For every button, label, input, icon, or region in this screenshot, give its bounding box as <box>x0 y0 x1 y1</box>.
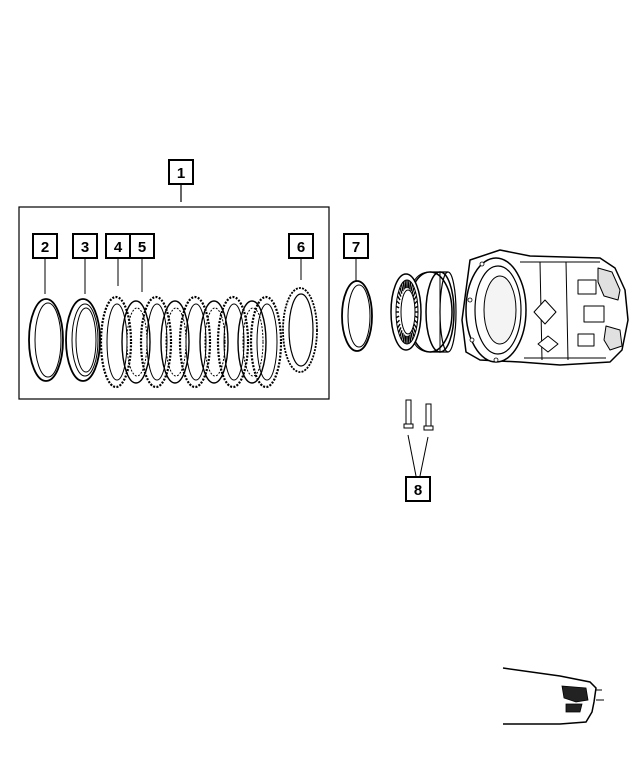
callout-1[interactable]: 1 <box>168 159 194 185</box>
plate-inner-edge <box>106 303 128 381</box>
outer-snap-ring-part <box>341 280 373 352</box>
hub-spline-tooth <box>409 281 412 290</box>
callout-7-label: 7 <box>352 239 360 256</box>
vehicle-locator-thumbnail <box>502 667 604 725</box>
hub-spline-tooth <box>413 295 418 301</box>
callout-4[interactable]: 4 <box>105 233 131 259</box>
callout-6-label: 6 <box>297 239 305 256</box>
hub-spline-tooth <box>414 300 418 305</box>
callout-3-label: 3 <box>81 239 89 256</box>
steel-plate <box>199 300 229 384</box>
snap-ring-part <box>28 298 64 382</box>
callout-8-label: 8 <box>414 482 422 499</box>
clutch-hub-part <box>390 271 457 353</box>
hub-spline-tooth <box>412 291 417 297</box>
hub-spline-tooth <box>396 295 401 301</box>
hub-spline-tooth <box>411 287 415 294</box>
plate-inner-edge <box>185 303 207 381</box>
transmission-case-part <box>461 249 629 366</box>
plate-inner-edge <box>223 303 245 381</box>
plate-inner-edge <box>146 303 168 381</box>
callout-1-label: 1 <box>177 165 185 182</box>
hub-spline-tooth <box>400 284 404 292</box>
plate-inner-edge <box>242 307 264 377</box>
plate-inner-edge <box>204 307 226 377</box>
clutch-plates-pack <box>99 295 283 389</box>
pressure-plate-part <box>65 298 101 382</box>
hub-spline-tooth <box>410 284 414 292</box>
leader-line-8a <box>407 434 417 477</box>
hub-spline-tooth <box>414 319 418 324</box>
hub-spline-tooth <box>411 330 415 337</box>
friction-plate <box>178 295 212 389</box>
hub-spline-tooth <box>399 287 403 294</box>
assembly-group-box <box>18 206 330 400</box>
steel-plate <box>121 300 151 384</box>
hub-spline-tooth <box>402 281 405 290</box>
hub-spline-tooth <box>395 305 400 309</box>
steel-plate <box>237 300 267 384</box>
hub-spline-tooth <box>413 323 418 329</box>
callout-8[interactable]: 8 <box>405 476 431 502</box>
hub-spline-tooth <box>402 334 405 343</box>
plate-inner-edge <box>256 303 278 381</box>
hub-spline-tooth <box>396 323 401 329</box>
friction-plate <box>99 295 133 389</box>
callout-5[interactable]: 5 <box>129 233 155 259</box>
hub-spline-tooth <box>395 315 400 319</box>
callout-5-label: 5 <box>138 239 146 256</box>
hub-spline-tooth <box>407 335 410 344</box>
hub-spline-tooth <box>410 332 414 340</box>
friction-plate <box>216 295 250 389</box>
hub-spline-tooth <box>397 291 402 297</box>
friction-plate <box>249 295 283 389</box>
callout-6[interactable]: 6 <box>288 233 314 259</box>
callout-3[interactable]: 3 <box>72 233 98 259</box>
hub-spline-tooth <box>407 280 410 289</box>
hub-spline-tooth <box>409 334 412 343</box>
hub-spline-tooth <box>400 332 404 340</box>
hub-spline-tooth <box>396 319 400 324</box>
leader-line-8b <box>419 436 429 477</box>
callout-2[interactable]: 2 <box>32 233 58 259</box>
hub-spline-tooth <box>404 335 407 344</box>
bolts-part <box>403 399 434 431</box>
callout-2-label: 2 <box>41 239 49 256</box>
callout-4-label: 4 <box>114 239 123 256</box>
reaction-plate-part <box>282 287 318 373</box>
hub-spline-tooth <box>397 327 402 333</box>
callout-7[interactable]: 7 <box>343 233 369 259</box>
friction-plate <box>139 295 173 389</box>
hub-spline-tooth <box>412 327 417 333</box>
hub-spline-tooth <box>404 280 407 289</box>
steel-plate <box>160 300 190 384</box>
hub-spline-tooth <box>399 330 403 337</box>
hub-spline-tooth <box>396 300 400 305</box>
